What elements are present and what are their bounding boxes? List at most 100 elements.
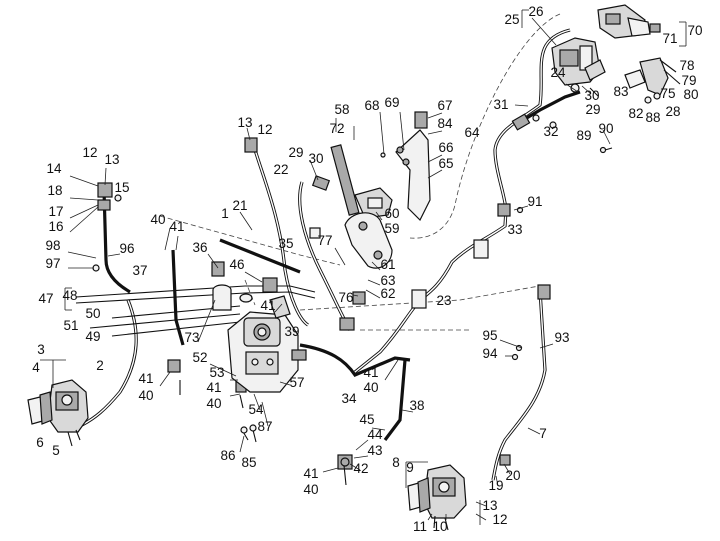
callout-90: 90 [598,121,613,136]
callout-41: 41 [303,466,318,481]
callout-38: 38 [409,398,424,413]
callout-30: 30 [584,88,599,103]
callout-69: 69 [384,95,399,110]
callout-40: 40 [150,212,165,227]
callout-13: 13 [104,152,119,167]
callout-95: 95 [482,328,497,343]
callout-40: 40 [303,482,318,497]
rear-caliper [407,464,467,531]
callout-8: 8 [392,455,400,470]
callout-13: 13 [482,498,497,513]
callout-10: 10 [432,519,447,534]
callout-31: 31 [493,97,508,112]
callout-61: 61 [380,257,395,272]
callout-45: 45 [359,412,374,427]
callout-22: 22 [273,162,288,177]
callout-23: 23 [436,293,451,308]
callout-68: 68 [364,98,379,113]
callout-77: 77 [317,233,332,248]
callout-33: 33 [507,222,522,237]
callout-21: 21 [232,198,247,213]
callout-49: 49 [85,329,100,344]
callout-3: 3 [37,342,45,357]
callout-26: 26 [528,4,543,19]
callout-43: 43 [367,443,382,458]
dashed-reference-lines [159,13,561,331]
callout-47: 47 [38,291,53,306]
bracket-plate-61 [344,212,393,269]
callout-44: 44 [367,427,383,442]
callout-16: 16 [48,219,63,234]
callout-18: 18 [47,183,62,198]
rear-lever-assembly-28 [624,57,681,104]
callout-86: 86 [220,448,235,463]
callout-51: 51 [63,318,78,333]
callout-36: 36 [192,240,207,255]
callout-73: 73 [184,330,199,345]
callout-97: 97 [45,256,60,271]
callout-29: 29 [288,145,303,160]
callout-41: 41 [169,219,184,234]
callout-64: 64 [464,125,480,140]
leader-lines [40,9,687,525]
callout-11: 11 [413,519,427,534]
callout-65: 65 [438,156,453,171]
callout-70: 70 [687,23,702,38]
callout-60: 60 [384,206,399,221]
callout-41: 41 [206,380,221,395]
reservoir-73 [212,284,253,311]
callout-7: 7 [539,426,547,441]
valve-assembly-58 [330,144,393,219]
abs-unit-39 [227,295,307,393]
callout-98: 98 [45,238,60,253]
callout-4: 4 [32,360,40,375]
callout-41: 41 [260,298,275,313]
bracket-65-66 [395,111,431,222]
callout-66: 66 [438,140,453,155]
callout-37: 37 [132,263,147,278]
callout-15: 15 [114,180,129,195]
callout-25: 25 [504,12,519,27]
callout-14: 14 [46,161,62,176]
callout-71: 71 [662,31,677,46]
callout-67: 67 [437,98,452,113]
callout-57: 57 [289,375,304,390]
callout-32: 32 [543,124,558,139]
callout-40: 40 [138,388,153,403]
callout-40: 40 [363,380,378,395]
callout-13: 13 [237,115,252,130]
callout-87: 87 [257,419,272,434]
callout-85: 85 [241,455,256,470]
callout-1: 1 [221,206,229,221]
callout-41: 41 [363,365,378,380]
callout-28: 28 [665,104,680,119]
callout-94: 94 [482,346,498,361]
callout-34: 34 [341,391,357,406]
callout-50: 50 [85,306,100,321]
callout-79: 79 [681,73,696,88]
callout-58: 58 [334,102,349,117]
callout-83: 83 [613,84,628,99]
callout-80: 80 [683,87,698,102]
fittings [92,113,551,470]
callout-40: 40 [206,396,221,411]
callout-42: 42 [353,461,368,476]
callout-9: 9 [406,460,414,475]
rear-abs-modulator-25 [551,37,606,97]
callout-41: 41 [138,371,153,386]
callout-91: 91 [527,194,542,209]
callout-72: 72 [329,121,344,136]
front-left-caliper [27,379,89,447]
abs-bracket-70 [597,4,661,39]
callout-52: 52 [192,350,207,365]
callout-12: 12 [82,145,97,160]
callout-89: 89 [576,128,591,143]
callout-84: 84 [437,116,453,131]
callout-12: 12 [492,512,507,527]
callout-35: 35 [278,236,293,251]
callout-17: 17 [48,204,63,219]
callout-39: 39 [284,324,299,339]
bolts [179,114,613,486]
callout-2: 2 [96,358,104,373]
